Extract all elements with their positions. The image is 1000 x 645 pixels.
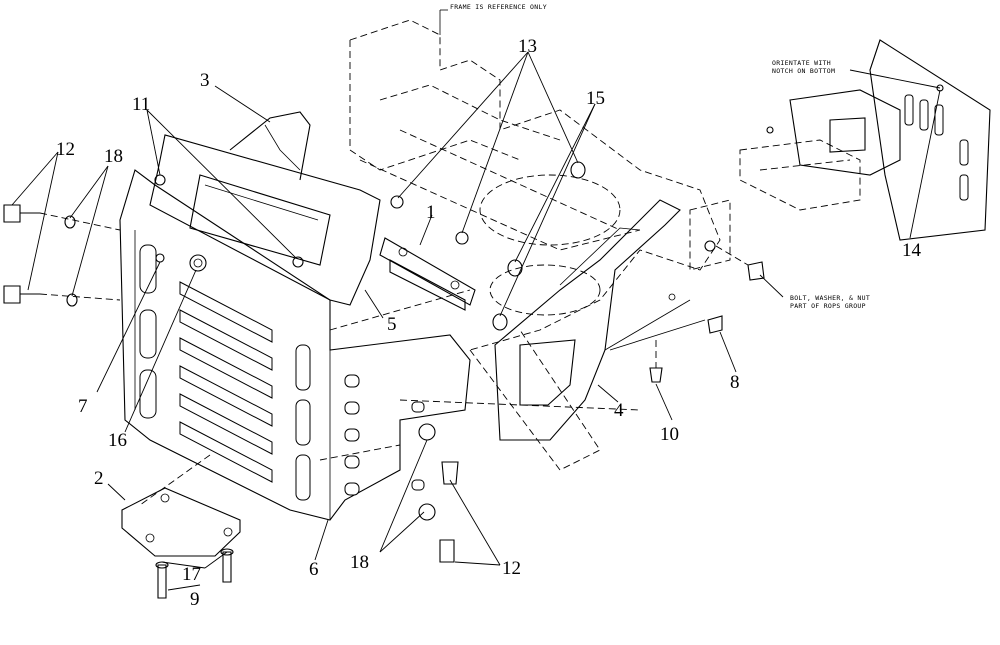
callout-16: 16	[108, 430, 127, 451]
callout-11: 11	[132, 94, 150, 115]
bottom-plate	[121, 487, 241, 557]
right-shield	[494, 199, 691, 441]
inset-assembly	[739, 39, 991, 241]
callout-12-right: 12	[502, 558, 521, 579]
callout-12-left: 12	[56, 139, 75, 160]
callout-17: 17	[182, 564, 201, 585]
callout-1: 1	[426, 202, 436, 223]
note-bolt-line2: PART OF ROPS GROUP	[790, 302, 866, 310]
callout-4: 4	[614, 400, 624, 421]
callout-3: 3	[200, 70, 210, 91]
main-shield	[119, 169, 471, 521]
callout-5: 5	[387, 314, 397, 335]
top-panel	[149, 111, 381, 306]
callout-14: 14	[902, 240, 922, 261]
callout-18-bottom: 18	[350, 552, 369, 573]
callout-2: 2	[94, 468, 104, 489]
bracket	[379, 237, 476, 311]
note-orientate-line1: ORIENTATE WITH	[772, 59, 831, 67]
hardware	[3, 161, 765, 599]
note-orientate-line2: NOTCH ON BOTTOM	[772, 67, 835, 75]
callout-15: 15	[586, 88, 605, 109]
callout-10: 10	[660, 424, 679, 445]
note-bolt-line1: BOLT, WASHER, & NUT	[790, 294, 870, 302]
callout-6: 6	[309, 559, 319, 580]
note-frame-reference: FRAME IS REFERENCE ONLY	[450, 3, 547, 11]
callout-7: 7	[78, 396, 88, 417]
callout-9: 9	[190, 589, 200, 610]
leader-lines	[11, 51, 941, 591]
callout-8: 8	[730, 372, 740, 393]
callout-18-left: 18	[104, 146, 123, 167]
reference-frame	[139, 9, 731, 506]
callout-13: 13	[518, 36, 537, 57]
